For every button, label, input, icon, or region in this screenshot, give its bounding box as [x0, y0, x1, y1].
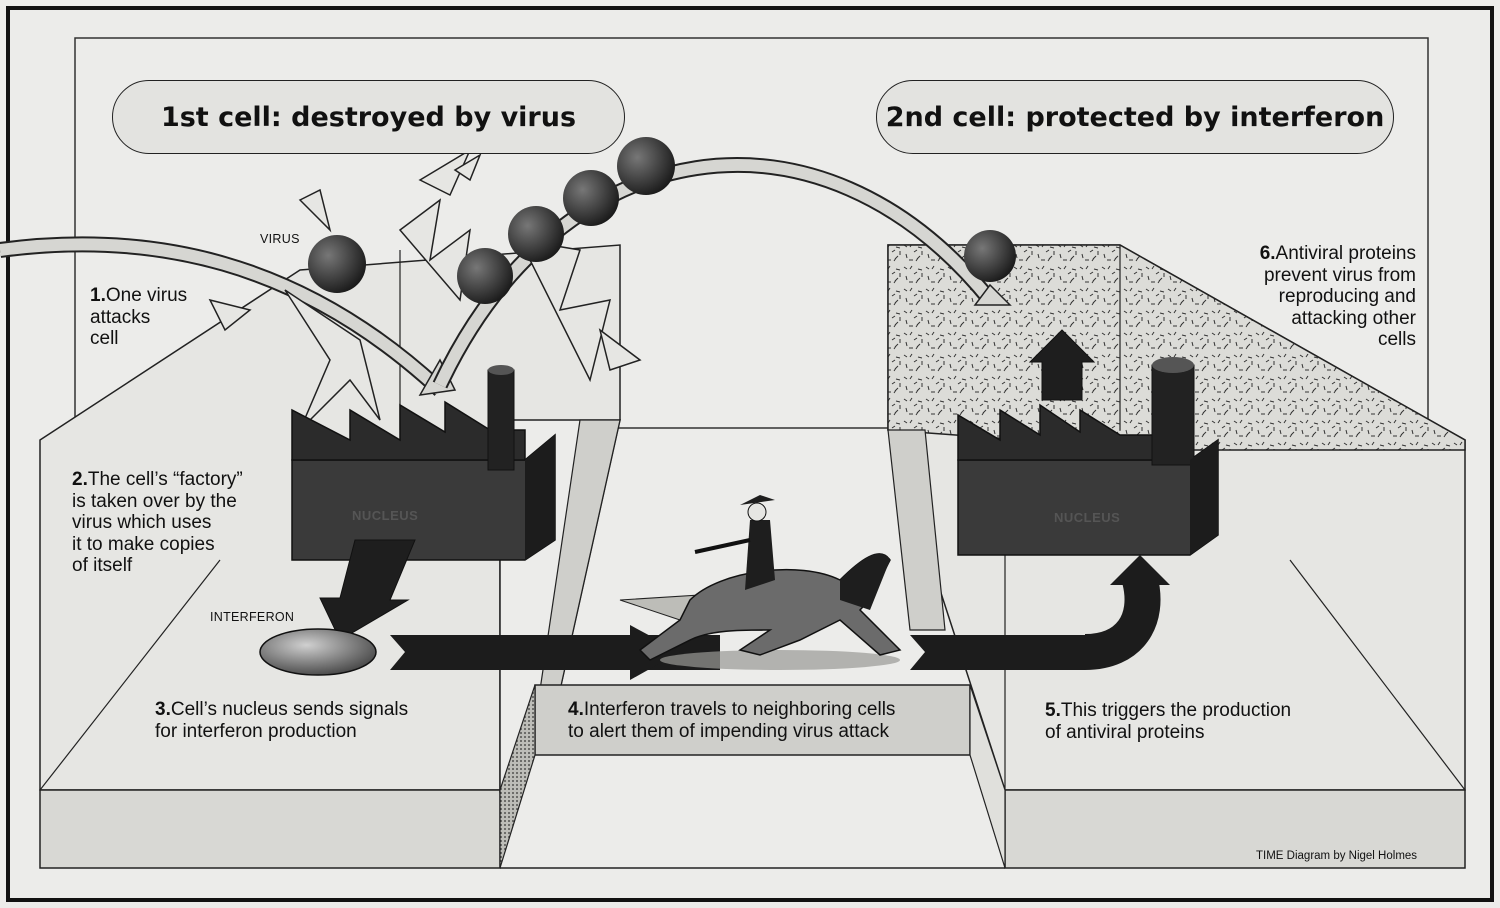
interferon-label: INTERFERON: [210, 610, 295, 624]
step-6: 6.Antiviral proteins prevent virus from …: [1172, 243, 1416, 351]
step-number: 3.: [155, 699, 171, 720]
step-number: 1.: [90, 285, 106, 306]
cell2-title: 2nd cell: protected by interferon: [876, 80, 1394, 154]
step-text-line: reproducing and: [1278, 286, 1416, 307]
right-factory-nucleus: [957, 357, 1219, 556]
step-text-line: cells: [1377, 329, 1416, 350]
step-5: 5.This triggers the production of antivi…: [1045, 700, 1291, 743]
nucleus-label-left: NUCLEUS: [352, 508, 419, 523]
step-text-line: This triggers the production: [1060, 700, 1292, 721]
diagram-credit: TIME Diagram by Nigel Holmes: [1256, 850, 1418, 862]
step-text-line: it to make copies: [72, 533, 215, 555]
step-number: 4.: [568, 699, 584, 720]
virus-particles: [308, 137, 1016, 304]
step-text-line: One virus: [105, 285, 188, 306]
splash-shards: [208, 148, 642, 431]
nucleus-label-right: NUCLEUS: [1054, 510, 1121, 525]
step-text-line: Interferon travels to neighboring cells: [583, 699, 896, 720]
step-text-line: for interferon production: [155, 720, 357, 742]
step-text-line: attacks: [90, 306, 151, 328]
step-text-line: is taken over by the: [72, 490, 237, 512]
curved-arrow-to-nucleus: [1084, 575, 1161, 670]
step-text-line: of itself: [72, 555, 133, 576]
step-number: 6.: [1259, 243, 1276, 264]
protein-up-arrow: [1028, 329, 1096, 401]
left-factory-nucleus: [291, 365, 556, 561]
step-1: 1.One virus attacks cell: [90, 285, 187, 350]
step-text-line: of antiviral proteins: [1045, 721, 1205, 743]
cell1-title: 1st cell: destroyed by virus: [112, 80, 625, 154]
step-number: 5.: [1045, 700, 1061, 721]
interferon-down-arrow: [319, 539, 416, 641]
step-text-line: Cell’s nucleus sends signals: [170, 699, 409, 720]
interferon-travel-arrow: [390, 625, 1085, 680]
step-2: 2.The cell’s “factory” is taken over by …: [72, 469, 243, 577]
step-text-line: prevent virus from: [1263, 264, 1416, 286]
step-text-line: virus which uses: [72, 512, 212, 533]
interferon-blob: [259, 628, 377, 676]
center-channel: [499, 684, 1006, 869]
step-3: 3.Cell’s nucleus sends signals for inter…: [155, 699, 408, 742]
step-text-line: Antiviral proteins: [1275, 243, 1416, 264]
step-text-line: cell: [90, 328, 119, 349]
step-text-line: attacking other: [1291, 307, 1416, 329]
horse-and-rider: [619, 495, 902, 670]
step-text-line: to alert them of impending virus attack: [568, 720, 890, 742]
step-text-line: The cell’s “factory”: [87, 469, 243, 490]
virus-label: VIRUS: [260, 232, 300, 246]
step-number: 2.: [72, 469, 88, 490]
step-4: 4.Interferon travels to neighboring cell…: [568, 699, 895, 742]
